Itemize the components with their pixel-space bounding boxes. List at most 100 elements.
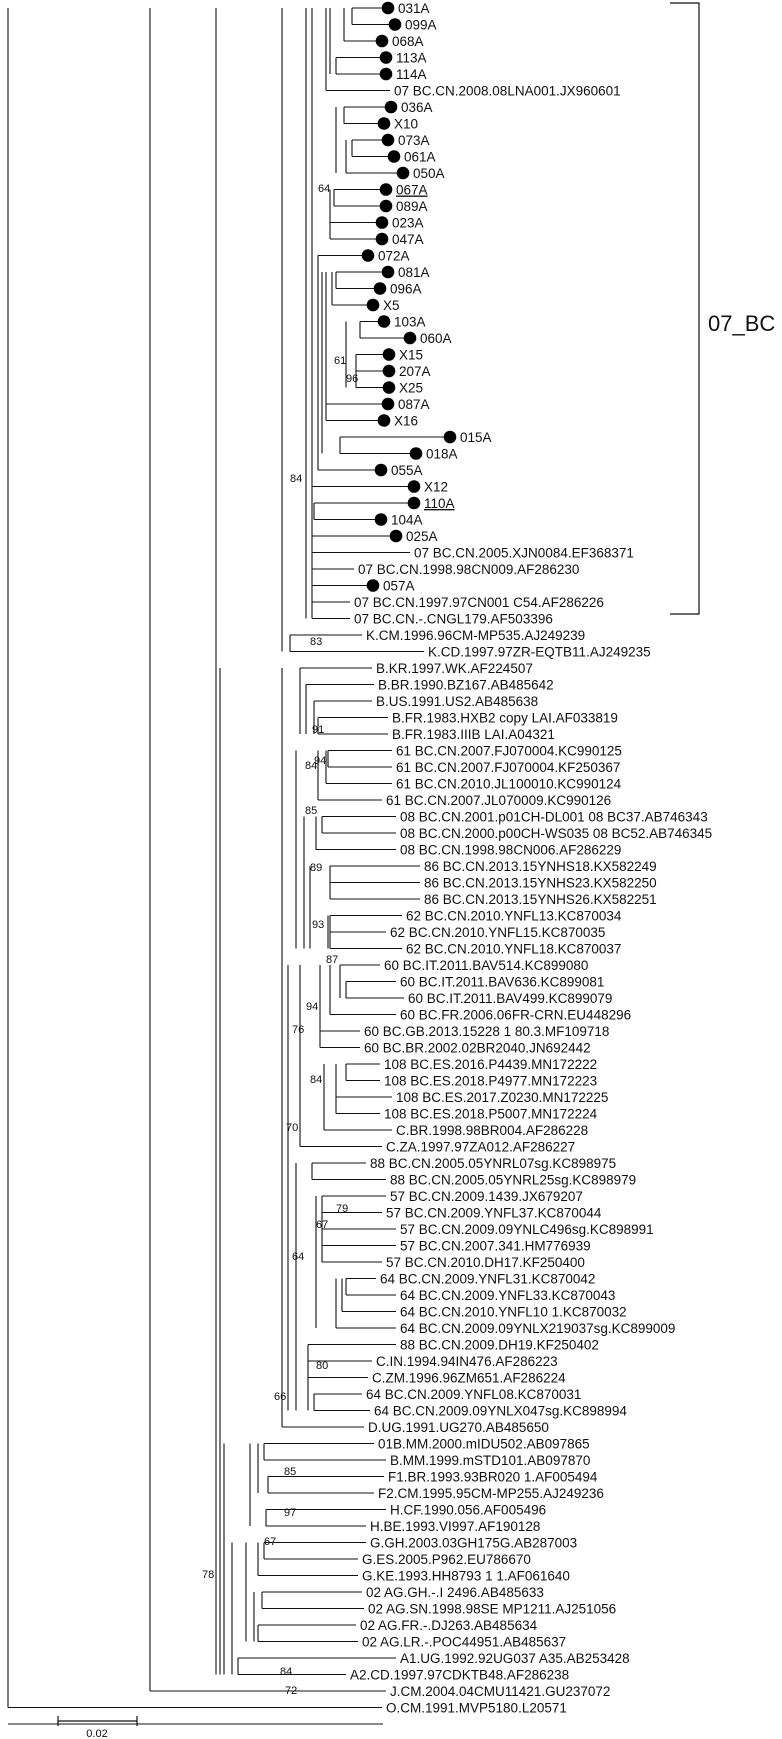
leaf-label: 60 BC.BR.2002.02BR2040.JN692442 <box>364 1041 591 1056</box>
sample-dot-icon <box>381 397 395 411</box>
bootstrap-value: 91 <box>312 724 324 736</box>
leaf-label: K.CD.1997.97ZR-EQTB11.AJ249235 <box>428 645 651 660</box>
leaf-label: 57 BC.CN.2007.341.HM776939 <box>400 1239 591 1254</box>
leaf-label: 108 BC.ES.2018.P4977.MN172223 <box>384 1074 597 1089</box>
leaf-label: 08 BC.CN.2000.p00CH-WS035 08 BC52.AB7463… <box>400 826 712 841</box>
sample-dot-icon <box>366 579 380 592</box>
leaf-label: 023A <box>392 216 424 231</box>
leaf-label: 047A <box>392 232 424 247</box>
sample-dot-icon <box>382 364 396 378</box>
leaf-label: 86 BC.CN.2013.15YNHS23.KX582250 <box>424 876 657 891</box>
leaf-label: 62 BC.CN.2010.YNFL15.KC870035 <box>390 925 605 940</box>
leaf-label: C.BR.1998.98BR004.AF286228 <box>396 1123 588 1138</box>
leaf-label: 07 BC.CN.1997.97CN001 C54.AF286226 <box>354 595 604 610</box>
leaf-label: X5 <box>383 298 400 313</box>
sample-dot-icon <box>388 18 402 31</box>
leaf-label: 64 BC.CN.2009.YNFL08.KC870031 <box>366 1387 581 1402</box>
leaf-label: 031A <box>398 1 430 16</box>
leaf-label: 036A <box>401 100 433 115</box>
leaf-label: 64 BC.CN.2009.09YNLX047sg.KC898994 <box>374 1404 627 1419</box>
leaf-label: 86 BC.CN.2013.15YNHS26.KX582251 <box>424 892 657 907</box>
leaf-label: 113A <box>396 51 427 66</box>
leaf-label: 64 BC.CN.2010.YNFL10 1.KC870032 <box>400 1305 627 1320</box>
sample-dot-icon <box>375 34 389 48</box>
leaf-label: 057A <box>383 579 415 594</box>
sample-dot-icon <box>375 216 389 229</box>
leaf-label: G.ES.2005.P962.EU786670 <box>362 1552 531 1567</box>
sample-dot-icon <box>381 133 395 147</box>
leaf-label: G.GH.2003.03GH175G.AB287003 <box>370 1536 577 1551</box>
leaf-label: 61 BC.CN.2007.FJ070004.KC990125 <box>396 744 622 759</box>
sample-dot-icon <box>384 100 398 114</box>
leaf-label: 01B.MM.2000.mIDU502.AB097865 <box>378 1437 590 1452</box>
sample-markers <box>361 1 457 592</box>
bootstrap-value: 85 <box>305 805 317 817</box>
leaf-label: 64 BC.CN.2009.YNFL33.KC870043 <box>400 1288 615 1303</box>
bootstrap-value: 79 <box>336 1203 348 1215</box>
leaf-label: 60 BC.GB.2013.15228 1 80.3.MF109718 <box>364 1024 609 1039</box>
leaf-label: X25 <box>399 381 423 396</box>
leaf-label: 025A <box>406 529 438 544</box>
bootstrap-value: 76 <box>292 1024 304 1036</box>
leaf-label: 104A <box>391 513 423 528</box>
sample-dot-icon <box>443 430 457 444</box>
leaf-label: 88 BC.CN.2005.05YNRL25sg.KC898979 <box>390 1173 636 1188</box>
sample-dot-icon <box>379 51 393 64</box>
leaf-label: 061A <box>404 150 436 165</box>
sample-dot-icon <box>377 414 391 427</box>
bootstrap-value: 97 <box>284 1507 296 1519</box>
leaf-label: G.KE.1993.HH8793 1 1.AF061640 <box>362 1569 570 1584</box>
leaf-label: X10 <box>394 117 418 132</box>
leaf-label: X16 <box>394 414 418 429</box>
leaf-label: X15 <box>399 348 423 363</box>
bootstrap-value: 80 <box>316 1360 328 1372</box>
leaf-label: 050A <box>413 166 445 181</box>
leaf-label: 02 AG.GH.-.I 2496.AB485633 <box>366 1585 544 1600</box>
leaf-label: 073A <box>398 133 430 148</box>
sample-dot-icon <box>382 348 396 361</box>
leaf-label: 61 BC.CN.2010.JL100010.KC990124 <box>396 777 622 792</box>
clade-label: 07_BC <box>708 311 775 336</box>
bootstrap-value: 87 <box>326 954 338 966</box>
bootstrap-value: 96 <box>346 373 358 385</box>
sample-dot-icon <box>377 315 391 328</box>
leaf-label: 103A <box>394 315 426 330</box>
leaf-label: 02 AG.LR.-.POC44951.AB485637 <box>362 1635 566 1650</box>
leaf-label: 07 BC.CN.-.CNGL179.AF503396 <box>354 612 553 627</box>
leaf-label: X12 <box>424 480 448 495</box>
leaf-label: 068A <box>392 34 424 49</box>
bootstrap-value: 61 <box>334 355 346 367</box>
leaf-label: 57 BC.CN.2009.YNFL37.KC870044 <box>386 1206 602 1221</box>
bootstrap-value: 94 <box>306 1001 318 1013</box>
leaf-label: 207A <box>399 364 431 379</box>
leaf-label: 62 BC.CN.2010.YNFL13.KC870034 <box>406 909 622 924</box>
bootstrap-value: 83 <box>310 636 322 648</box>
sample-dot-icon <box>361 249 375 262</box>
leaf-label: 02 AG.SN.1998.98SE MP1211.AJ251056 <box>368 1602 616 1617</box>
leaf-label: 64 BC.CN.2009.09YNLX219037sg.KC899009 <box>400 1321 675 1336</box>
leaf-label: 067A <box>396 183 428 198</box>
bootstrap-value: 84 <box>310 1074 322 1086</box>
scale-bar: 0.02 <box>57 1716 138 1739</box>
leaf-label: C.IN.1994.94IN476.AF286223 <box>376 1354 558 1369</box>
bootstrap-value: 64 <box>318 183 330 195</box>
bootstrap-value: 94 <box>314 755 326 767</box>
leaf-label: 087A <box>398 397 430 412</box>
bootstrap-value: 67 <box>316 1219 328 1231</box>
bootstrap-value: 72 <box>285 1685 297 1697</box>
leaf-label: B.FR.1983.IIIB LAI.A04321 <box>392 727 555 742</box>
leaf-label: 07 BC.CN.2005.XJN0084.EF368371 <box>414 546 634 561</box>
sample-dot-icon <box>379 67 393 81</box>
bootstrap-value: 89 <box>310 862 322 874</box>
bootstrap-value: 84 <box>290 473 302 485</box>
leaf-label: A1.UG.1992.92UG037 A35.AB253428 <box>400 1651 630 1666</box>
leaf-label: 88 BC.CN.2009.DH19.KF250402 <box>400 1338 599 1353</box>
leaf-label: 60 BC.FR.2006.06FR-CRN.EU448296 <box>400 1008 631 1023</box>
sample-dot-icon <box>373 282 387 295</box>
leaf-label: B.FR.1983.HXB2 copy LAI.AF033819 <box>392 711 618 726</box>
leaf-label: 62 BC.CN.2010.YNFL18.KC870037 <box>406 942 621 957</box>
leaf-label: B.KR.1997.WK.AF224507 <box>376 661 533 676</box>
tree-branches <box>7 7 444 1725</box>
